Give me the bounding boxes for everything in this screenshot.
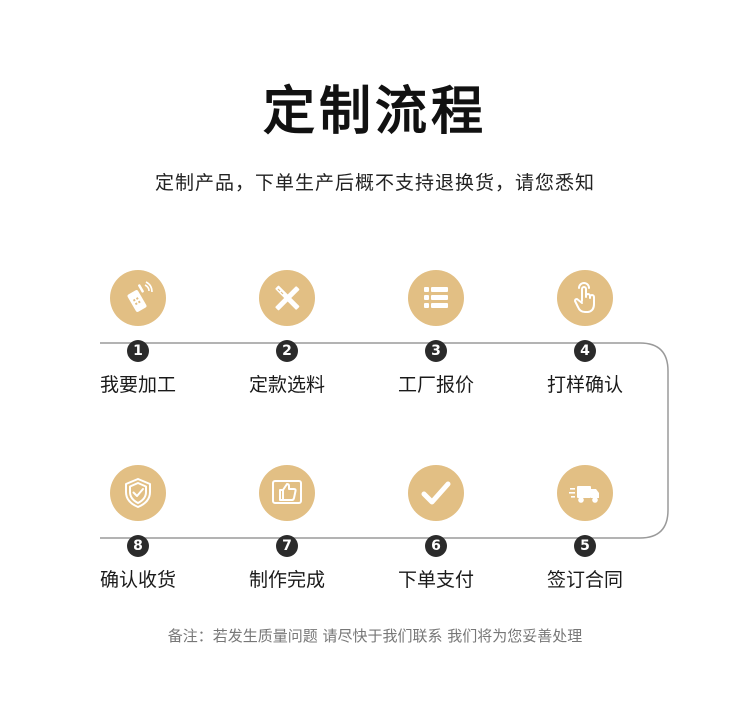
- step-label: 我要加工: [99, 374, 176, 396]
- footer-note: 备注：若发生质量问题 请尽快于我们联系 我们将为您妥善处理: [167, 627, 583, 645]
- step-number: 3: [425, 340, 447, 362]
- step-label: 下单支付: [397, 569, 474, 591]
- step-label: 定款选料: [248, 374, 325, 396]
- pencil-ruler-icon: [259, 270, 315, 326]
- step-number: 5: [574, 535, 596, 557]
- phone-icon: [110, 270, 166, 326]
- step-label: 打样确认: [546, 374, 623, 396]
- hand-pointer-icon: [557, 270, 613, 326]
- truck-icon: [557, 465, 613, 521]
- check-icon: [408, 465, 464, 521]
- step-number: 6: [425, 535, 447, 557]
- step-number: 8: [127, 535, 149, 557]
- step-label: 制作完成: [248, 569, 325, 591]
- step-number: 4: [574, 340, 596, 362]
- shield-check-icon: [110, 465, 166, 521]
- step-label: 签订合同: [546, 569, 623, 591]
- thumbs-up-icon: [259, 465, 315, 521]
- step-number: 2: [276, 340, 298, 362]
- list-icon: [408, 270, 464, 326]
- step-number: 1: [127, 340, 149, 362]
- step-number: 7: [276, 535, 298, 557]
- page-title: 定制流程: [262, 82, 487, 142]
- page-subtitle: 定制产品，下单生产后概不支持退换货，请您悉知: [154, 172, 595, 194]
- step-label: 确认收货: [99, 569, 176, 591]
- step-label: 工厂报价: [397, 374, 474, 396]
